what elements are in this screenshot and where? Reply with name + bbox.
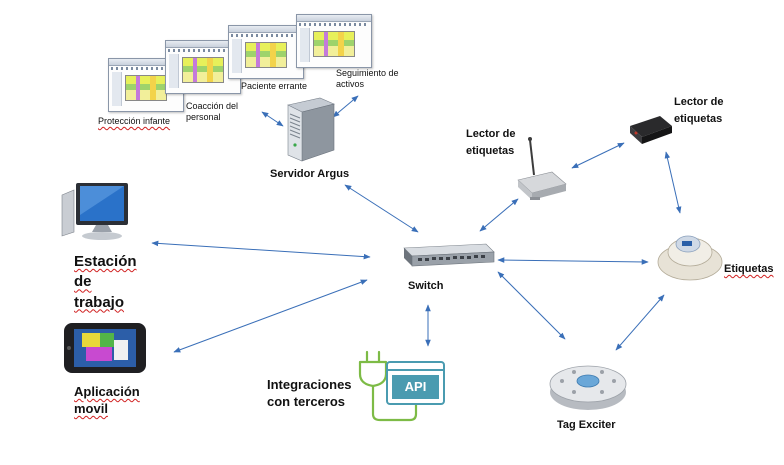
arrow-switch-exciter — [497, 271, 566, 340]
arrow-switch-reader1 — [479, 198, 519, 232]
label-proteccion-infante: Protección infante — [98, 116, 171, 126]
label-etiquetas: Etiquetas — [724, 263, 774, 275]
label-switch: Switch — [408, 280, 444, 292]
app-screenshot-paciente — [228, 25, 304, 79]
label-lector-etiquetas-1: Lector de etiquetas — [466, 128, 516, 158]
label-paciente-errante: Paciente errante — [241, 81, 308, 91]
arrow-apps-server-left — [261, 111, 284, 127]
arrow-workstation-switch — [151, 240, 371, 260]
server-icon — [287, 97, 335, 162]
label-servidor-argus: Servidor Argus — [270, 168, 350, 180]
switch-icon — [403, 243, 495, 267]
label-estacion-trabajo: Estación de trabajo — [74, 253, 137, 311]
arrow-mobile-switch — [173, 279, 368, 353]
arrow-apps-server-right — [332, 95, 359, 118]
mobile-phone-icon — [64, 323, 146, 373]
arrow-exciter-tags — [615, 294, 665, 351]
tag-reader-1-icon — [517, 137, 567, 200]
label-api: API — [404, 379, 427, 394]
label-lector-etiquetas-2: Lector de etiquetas — [674, 96, 724, 126]
label-coaccion-personal: Coacción del personal — [186, 101, 239, 123]
arrow-switch-tags — [497, 257, 649, 265]
app-screenshot-proteccion — [108, 58, 184, 112]
label-tag-exciter: Tag Exciter — [557, 419, 616, 431]
label-aplicacion-movil: Aplicación movil — [74, 384, 140, 416]
label-seguimiento-activos: Seguimiento de activos — [336, 68, 399, 90]
arrow-server-switch — [344, 184, 419, 233]
tag-exciter-icon — [549, 365, 627, 410]
arrow-reader1-reader2 — [571, 142, 625, 169]
label-integraciones: Integraciones con terceros — [267, 377, 352, 409]
arrow-reader2-tags — [664, 151, 682, 214]
api-window-icon — [386, 361, 445, 405]
tag-device-icon — [657, 235, 723, 281]
app-screenshot-seguimiento — [296, 14, 372, 68]
integration-plug-icon — [358, 350, 418, 422]
workstation-icon — [61, 183, 128, 240]
tag-reader-2-icon — [630, 116, 672, 144]
